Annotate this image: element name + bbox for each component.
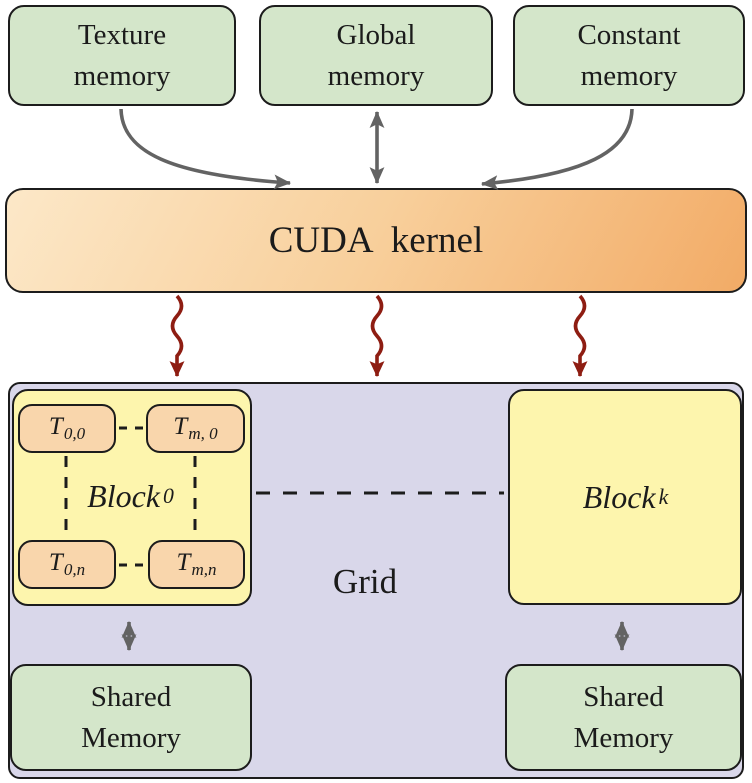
thread-t-m-0-main: T [173, 413, 188, 441]
thread-t-0-0-main: T [48, 413, 63, 441]
thread-label-t-0-0: T0,0 [49, 413, 85, 444]
block-k-label-sub: k [658, 484, 669, 509]
block-0-label-sub: 0 [162, 483, 174, 508]
kernel-to-grid-wavy-arrow-right [572, 294, 588, 378]
thread-box-t-m-0: Tm, 0 [146, 404, 245, 453]
shared-memory-right-line1: Shared [583, 680, 664, 713]
kernel-to-grid-wavy-arrow-center [369, 294, 385, 378]
texture-memory-label-line2: memory [73, 59, 171, 92]
thread-box-t-0-0: T0,0 [18, 404, 116, 453]
block-k-box [508, 389, 742, 605]
block-k-label-main: Block [582, 478, 656, 515]
shared-memory-right-line2: Memory [573, 721, 674, 754]
global-memory-label-line2: memory [327, 59, 425, 92]
shared-memory-left-line2: Memory [81, 721, 181, 754]
thread-t-0-n-main: T [48, 549, 63, 577]
shared-memory-box-left: Shared Memory [10, 664, 252, 771]
shared-memory-box-right: Shared Memory [505, 664, 742, 771]
constant-to-kernel-arrow [480, 108, 634, 191]
global-memory-label-line1: Global [336, 18, 416, 51]
cuda-kernel-label: CUDA kernel [268, 220, 484, 261]
thread-label-t-0-n: T0,n [49, 549, 85, 580]
texture-memory-box: Texture memory [8, 5, 236, 106]
constant-memory-label-line1: Constant [577, 18, 681, 51]
texture-to-kernel-arrow [119, 108, 292, 190]
constant-memory-box: Constant memory [513, 5, 745, 106]
grid-label: Grid [332, 562, 398, 601]
thread-box-t-m-n: Tm,n [148, 540, 245, 589]
global-memory-box: Global memory [259, 5, 493, 106]
thread-label-t-m-0: Tm, 0 [173, 413, 217, 444]
thread-t-0-n-sub: 0,n [63, 559, 86, 579]
thread-label-t-m-n: Tm,n [177, 549, 217, 580]
thread-t-m-n-sub: m,n [191, 559, 217, 579]
kernel-to-grid-wavy-arrow-left [169, 294, 185, 378]
thread-t-0-0-sub: 0,0 [63, 423, 86, 443]
thread-t-m-n-main: T [176, 549, 191, 577]
shared-memory-left-line1: Shared [90, 680, 172, 713]
constant-memory-label-line2: memory [580, 59, 678, 92]
cuda-kernel-box: CUDA kernel [5, 188, 747, 293]
texture-memory-label-line1: Texture [77, 18, 167, 51]
thread-box-t-0-n: T0,n [18, 540, 116, 589]
block-0-label-main: Block [87, 477, 160, 514]
thread-t-m-0-sub: m, 0 [188, 423, 218, 443]
